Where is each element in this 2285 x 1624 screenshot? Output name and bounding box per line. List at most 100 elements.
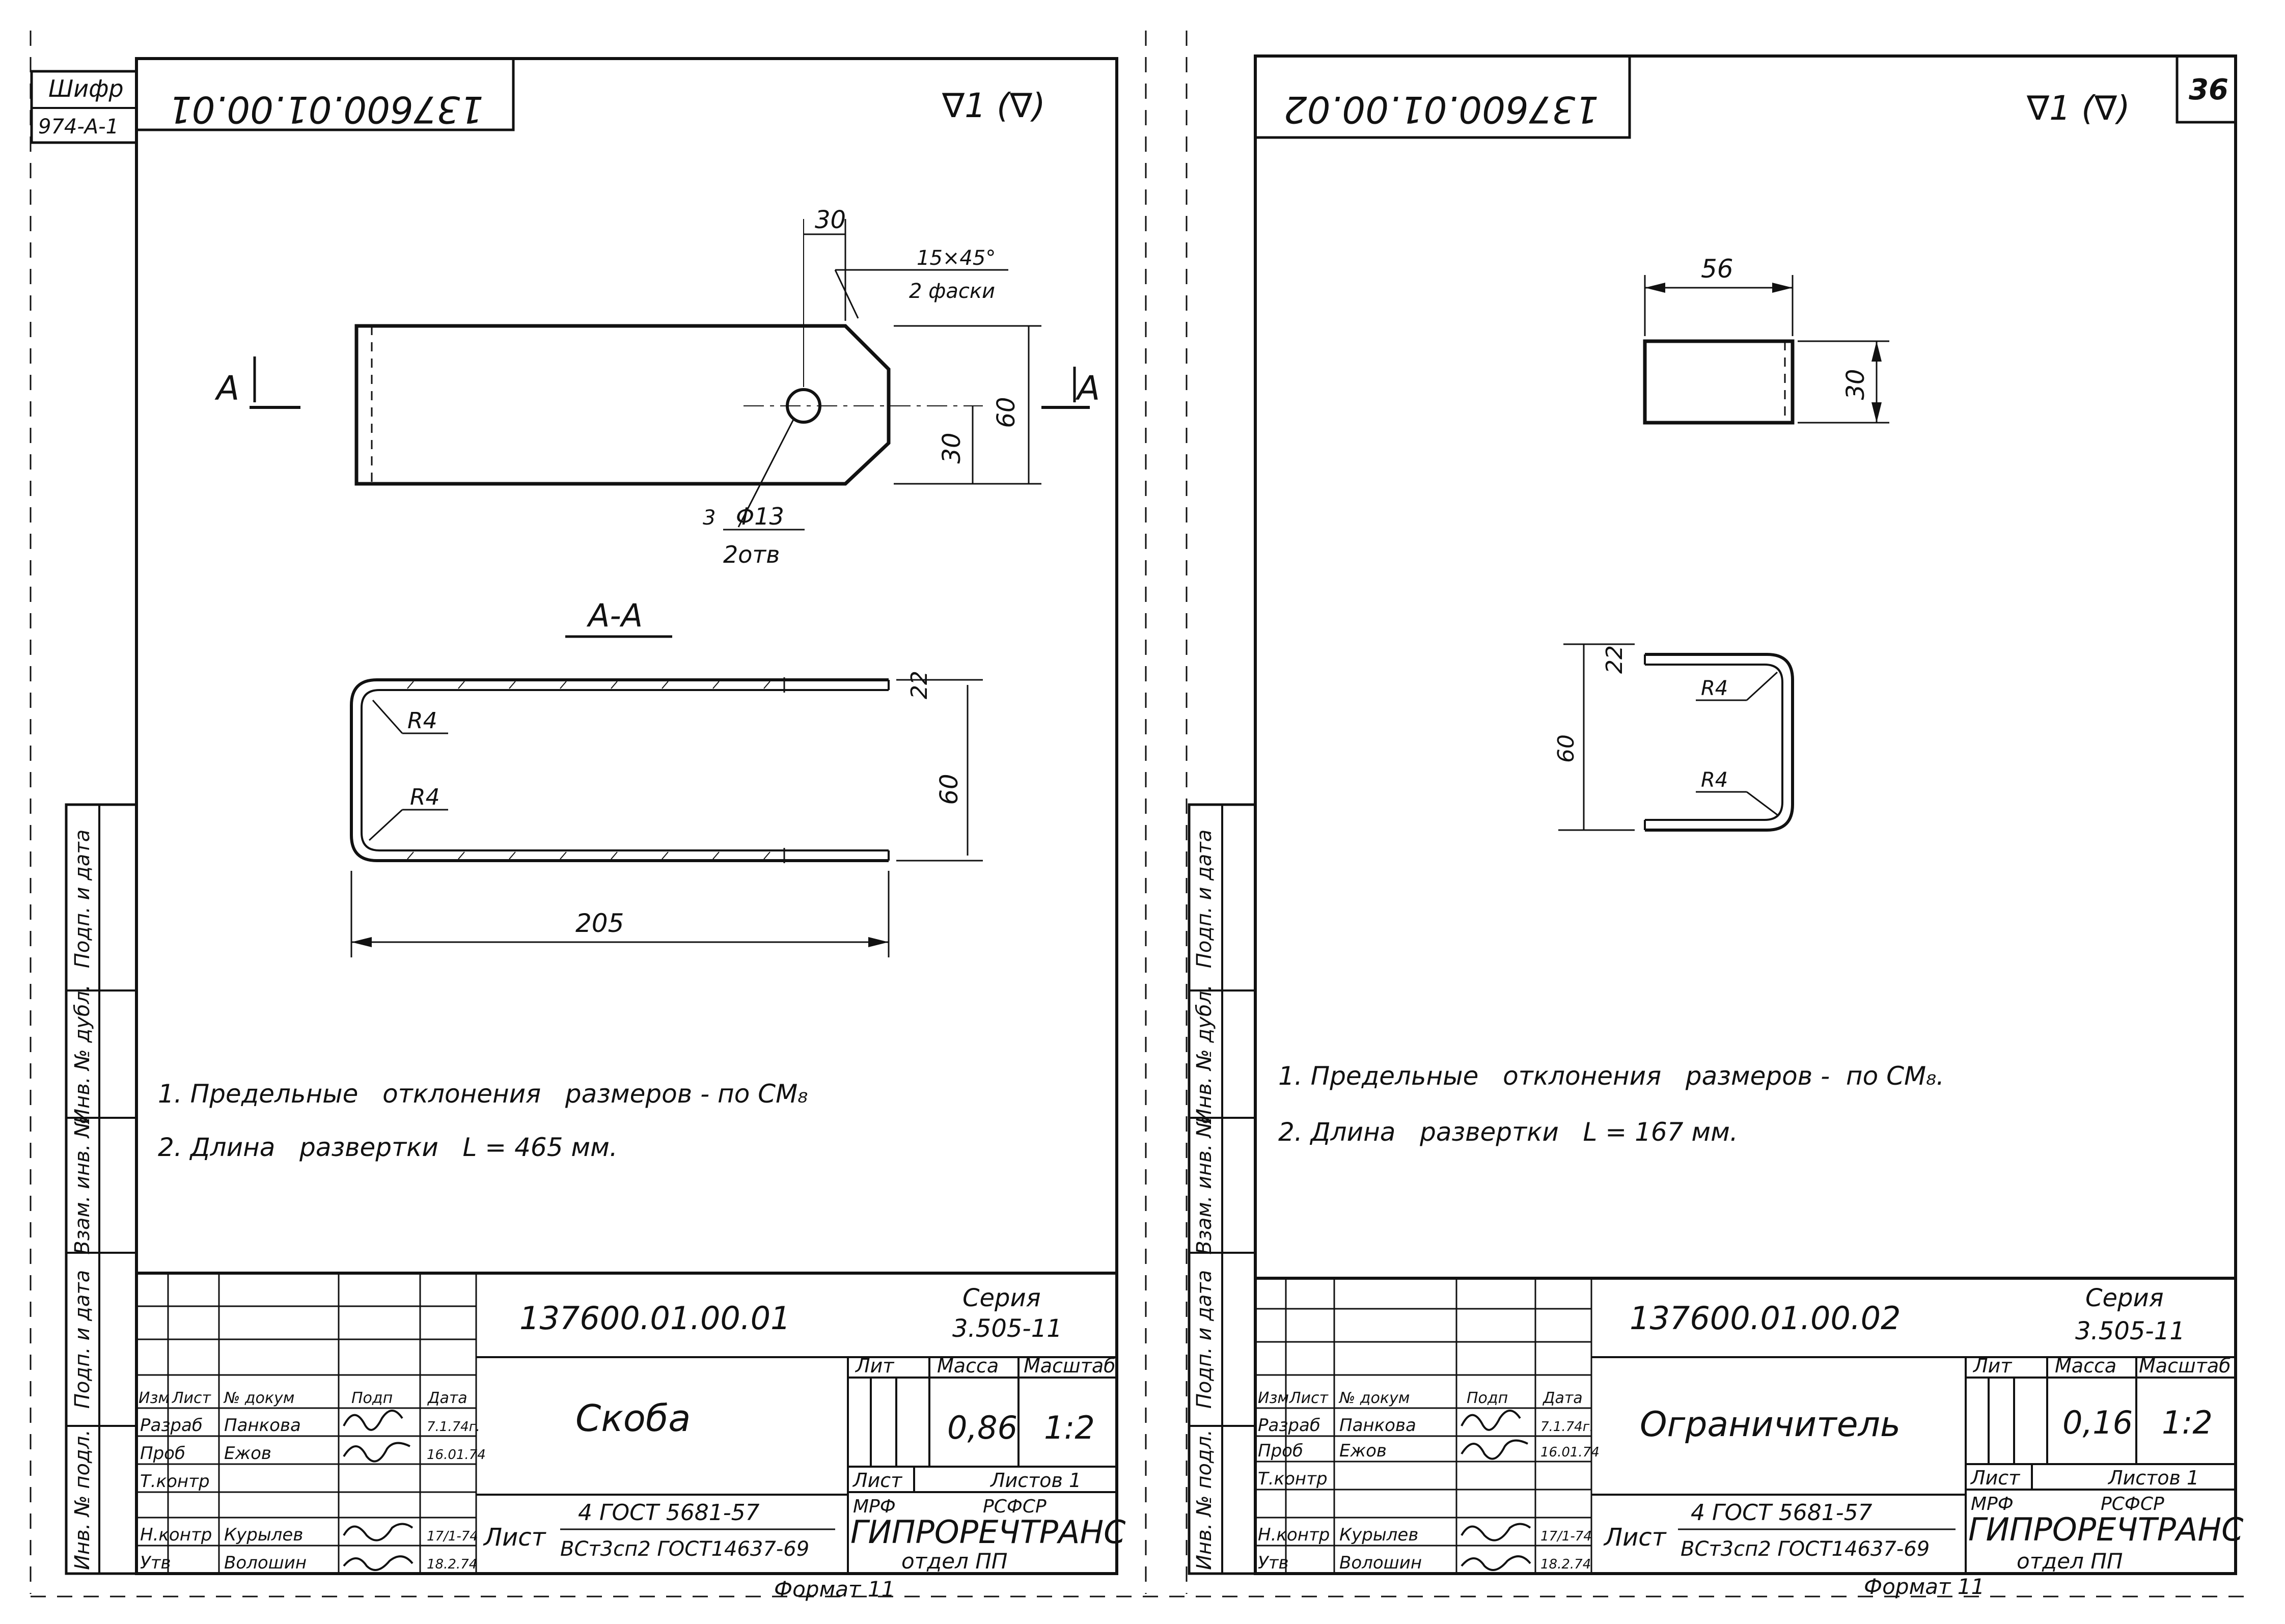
r-role-5: Н.контр (1258, 1525, 1330, 1545)
r-tb-material-prefix: Лист (1603, 1523, 1667, 1552)
right-stamp-box: 137600.01.00.02 (1254, 54, 1631, 139)
left-sheet: Шифр 974-А-1 137600.01.00.01 ∇1 (∇) 30 1… (30, 57, 1126, 1602)
tb-org-rsfsr: РСФСР (983, 1496, 1047, 1517)
radius-bottom-right: R4 (1701, 768, 1728, 792)
tb-part-name: Скоба (575, 1397, 691, 1440)
tb-col-lit: Лит (855, 1355, 895, 1377)
r-date-2: 16.01.74 (1540, 1445, 1600, 1460)
person-2: Ежов (224, 1443, 271, 1464)
right-note-1: 1. Предельные отклонения размеров - по С… (1278, 1061, 1944, 1091)
hole-diameter: Φ13 (736, 503, 784, 530)
right-stamp-number: 137600.01.00.02 (1284, 88, 1599, 131)
dim-60-section: 60 (935, 774, 963, 805)
r-tb-org-dept: отдел ПП (2017, 1549, 2123, 1574)
left-roughness: ∇1 (∇) (942, 86, 1045, 125)
r-tb-scale: 1:2 (2162, 1404, 2213, 1441)
left-stamp-box: 137600.01.00.01 (135, 57, 515, 131)
role-1: Разраб (140, 1415, 203, 1436)
r-head-doc: № докум (1338, 1389, 1410, 1407)
section-title: А-А (586, 597, 643, 634)
radius-bottom: R4 (410, 784, 440, 810)
right-section-view: 22 60 R4 R4 (1553, 643, 1794, 832)
r-person-2: Ежов (1339, 1441, 1387, 1461)
r-signatures (1461, 1410, 1531, 1571)
r-tb-material-num: 4 ГОСТ 5681-57 (1691, 1500, 1873, 1526)
r-tb-material-den: ВСт3сп2 ГОСТ14637-69 (1681, 1537, 1930, 1561)
tb-org-dept: отдел ПП (901, 1549, 1007, 1574)
tb-sheets-label: Листов 1 (989, 1469, 1081, 1492)
left-format: Формат 11 (774, 1577, 895, 1602)
right-side-label-4: Подп. и дата (1193, 1270, 1216, 1409)
r-tb-sheets-label: Листов 1 (2107, 1467, 2199, 1489)
dim-205: 205 (575, 909, 624, 938)
page-number-box: 36 (2176, 54, 2237, 124)
dim-56: 56 (1701, 254, 1733, 284)
r-tb-org-mrf: МРФ (1971, 1494, 2014, 1515)
r-date-6: 18.2.74 (1540, 1557, 1591, 1572)
r-role-3: Т.контр (1258, 1469, 1328, 1489)
side-label-2: Инв. № дубл. (71, 984, 94, 1124)
side-label-4: Подп. и дата (71, 1270, 94, 1409)
left-title-block: Изм Лист № докум Подп Дата Разраб Проб Т… (135, 1272, 1126, 1575)
right-title-block: Изм Лист № докум Подп Дата Разраб Проб Т… (1254, 1277, 2244, 1575)
page-number: 36 (2189, 73, 2228, 106)
r-role-2: Проб (1258, 1441, 1303, 1461)
date-2: 16.01.74 (427, 1447, 486, 1463)
tb-series-value: 3.505-11 (952, 1314, 1062, 1343)
role-5: Н.контр (140, 1525, 212, 1545)
date-1: 7.1.74г. (427, 1419, 480, 1435)
signatures (343, 1410, 414, 1571)
role-6: Утв (140, 1553, 171, 1573)
r-tb-org-rsfsr: РСФСР (2101, 1494, 2164, 1515)
tb-col-scale: Масштаб (1024, 1355, 1116, 1377)
person-5: Курылев (224, 1525, 303, 1545)
tb-material-prefix: Лист (483, 1523, 547, 1552)
tb-org-mrf: МРФ (853, 1496, 896, 1517)
dim-30-top: 30 (815, 206, 846, 234)
r-head-izm: Изм (1258, 1389, 1289, 1407)
head-sign: Подп (351, 1389, 393, 1407)
r-person-6: Волошин (1339, 1553, 1422, 1573)
tb-org-name: ГИПРОРЕЧТРАНС (850, 1513, 1126, 1551)
head-doc: № докум (223, 1389, 294, 1407)
dim-60-plan: 60 (992, 397, 1021, 428)
radius-top-right: R4 (1701, 677, 1728, 700)
dim-30-right: 30 (938, 432, 966, 463)
dim-22: 22 (906, 671, 932, 699)
right-plan-view: 56 30 (1643, 254, 1889, 425)
person-6: Волошин (224, 1553, 307, 1573)
r-tb-series-label: Серия (2085, 1284, 2164, 1312)
right-note-2: 2. Длина развертки L = 167 мм. (1278, 1117, 1738, 1147)
right-side-label-1: Подп. и дата (1193, 830, 1216, 968)
r-tb-code: 137600.01.00.02 (1630, 1300, 1901, 1337)
r-tb-col-lit: Лит (1972, 1355, 2013, 1377)
head-izm: Изм (139, 1389, 170, 1407)
hole-roughness: 3 (703, 506, 715, 530)
dim-30-right-sheet: 30 (1841, 369, 1870, 400)
right-side-label-5: Инв. № подл. (1193, 1429, 1216, 1570)
head-list: Лист (172, 1389, 212, 1407)
tb-series-label: Серия (962, 1284, 1041, 1312)
tb-material-num: 4 ГОСТ 5681-57 (578, 1500, 760, 1526)
trim-lines (30, 31, 2251, 1598)
r-tb-mass: 0,16 (2062, 1404, 2133, 1441)
tb-material-den: ВСт3сп2 ГОСТ14637-69 (560, 1537, 809, 1561)
left-section-view: А-А R4 R4 (350, 597, 983, 957)
radius-top: R4 (407, 708, 437, 734)
tb-mass: 0,86 (947, 1409, 1017, 1446)
right-side-label-2: Инв. № дубл. (1193, 984, 1216, 1124)
r-head-sign: Подп (1467, 1389, 1508, 1407)
right-sheet: 137600.01.00.02 36 ∇1 (∇) 56 30 (1188, 54, 2244, 1599)
cipher-value: 974-А-1 (38, 115, 119, 139)
r-tb-sheet-label: Лист (1970, 1467, 2021, 1489)
side-label-5: Инв. № подл. (71, 1429, 94, 1570)
tb-sheet-label: Лист (852, 1469, 903, 1492)
hole-count: 2отв (723, 541, 780, 568)
r-tb-part-name: Ограничитель (1640, 1405, 1901, 1445)
r-person-1: Панкова (1339, 1415, 1416, 1436)
person-1: Панкова (224, 1415, 301, 1436)
right-side-label-3: Взам. инв. № (1193, 1116, 1216, 1255)
dim-22-right: 22 (1602, 645, 1628, 674)
strip-outline (354, 324, 891, 486)
